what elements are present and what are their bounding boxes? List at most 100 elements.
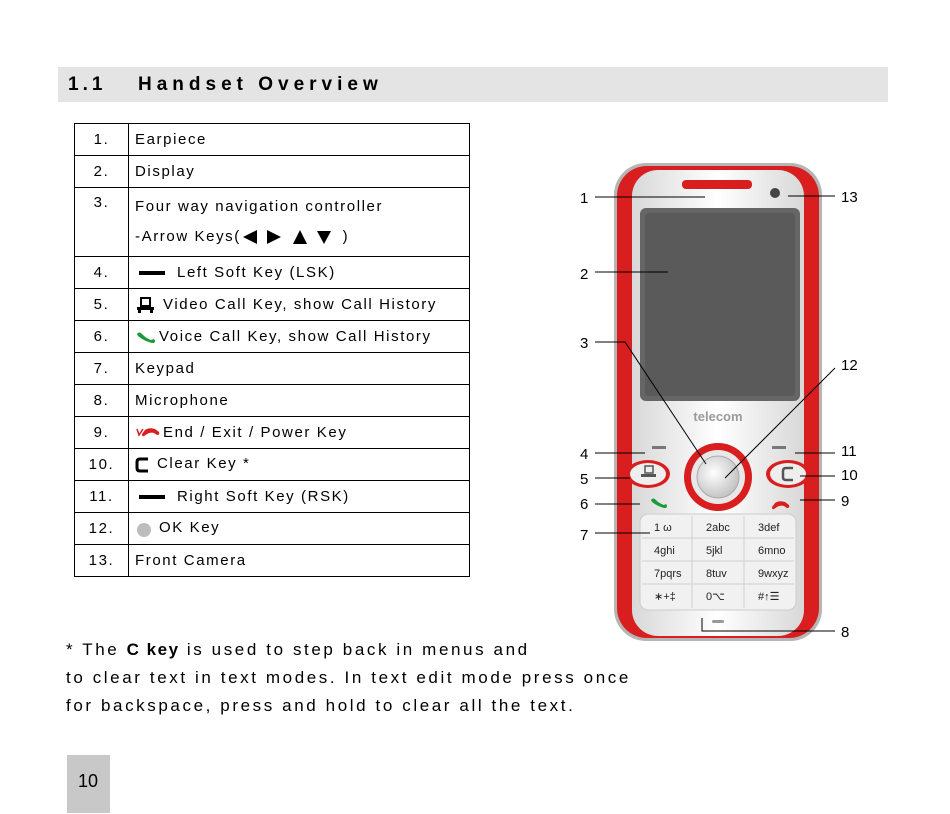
part-label-cell: Left Soft Key (LSK)	[128, 256, 470, 289]
callout-label: 6	[580, 496, 588, 513]
part-label: Display	[128, 155, 470, 188]
arrow-keys-line: -Arrow Keys( )	[135, 222, 469, 252]
display-screen	[645, 213, 795, 396]
section-number: 1.1	[68, 74, 107, 95]
front-camera	[770, 188, 780, 198]
part-label: Front Camera	[128, 544, 470, 577]
part-number: 3.	[74, 187, 129, 257]
note-line-3: for backspace, press and hold to clear a…	[66, 696, 576, 715]
part-label-cell: End / Exit / Power Key	[128, 416, 470, 449]
keypad-key-label: #↑☰	[758, 591, 779, 603]
part-label: OK Key	[159, 519, 221, 537]
table-row: 3. Four way navigation controller -Arrow…	[74, 187, 470, 257]
part-number: 6.	[74, 320, 129, 353]
part-label-cell: OK Key	[128, 512, 470, 545]
soft-key-dash-icon	[139, 495, 165, 500]
callout-label: 3	[580, 335, 588, 352]
part-number: 9.	[74, 416, 129, 449]
video-call-icon	[137, 297, 154, 314]
keypad-key-label: 7pqrs	[654, 568, 682, 580]
c-key-note: * The C key is used to step back in menu…	[66, 636, 631, 720]
section-header-bar	[58, 67, 888, 102]
earpiece	[682, 180, 752, 189]
callout-label: 7	[580, 527, 588, 544]
part-label-cell: Clear Key *	[128, 448, 470, 481]
part-label-cell: Right Soft Key (RSK)	[128, 480, 470, 513]
table-row: 9. End / Exit / Power Key	[74, 416, 470, 449]
part-label: Four way navigation controller	[135, 198, 384, 215]
brand-logo: telecom	[693, 409, 742, 424]
part-label: Right Soft Key (RSK)	[177, 488, 350, 505]
callout-label: 2	[580, 266, 588, 283]
table-row: 6. Voice Call Key, show Call History	[74, 320, 470, 353]
part-number: 8.	[74, 384, 129, 417]
keypad-key-label: 8tuv	[706, 568, 727, 580]
part-label: Earpiece	[128, 123, 470, 156]
table-row: 1. Earpiece	[74, 123, 470, 156]
table-row: 11. Right Soft Key (RSK)	[74, 480, 470, 513]
callout-label: 8	[841, 624, 849, 641]
note-prefix: * The	[66, 640, 127, 659]
table-row: 8. Microphone	[74, 384, 470, 417]
phone-illustration: telecom 1 ω 2abc 3def 4ghi 5jkl 6mno 7pqrs 8tuv…	[580, 163, 858, 641]
part-number: 13.	[74, 544, 129, 577]
callout-label: 4	[580, 446, 588, 463]
keypad-key-label: 2abc	[706, 522, 730, 534]
page-number-box	[67, 755, 110, 813]
table-row: 7. Keypad	[74, 352, 470, 385]
table-row: 12. OK Key	[74, 512, 470, 545]
soft-key-dash-icon	[139, 271, 165, 276]
callout-label: 10	[841, 467, 858, 484]
part-label: Voice Call Key, show Call History	[159, 328, 432, 345]
keypad-key-label: 6mno	[758, 545, 786, 557]
part-number: 7.	[74, 352, 129, 385]
keypad-key-label: 0⌥	[706, 591, 725, 603]
note-bold-term: C key	[126, 640, 180, 659]
table-row: 2. Display	[74, 155, 470, 188]
part-number: 1.	[74, 123, 129, 156]
arrow-keys-label: -Arrow Keys(	[135, 228, 241, 245]
parts-table: 1. Earpiece 2. Display 3. Four way navig…	[74, 123, 470, 577]
callout-label: 13	[841, 189, 858, 206]
table-row: 5. Video Call Key, show Call History	[74, 288, 470, 321]
part-label: Microphone	[128, 384, 470, 417]
part-label: End / Exit / Power Key	[163, 424, 348, 441]
callout-label: 9	[841, 493, 849, 510]
table-row: 13. Front Camera	[74, 544, 470, 577]
keypad-key-label: 5jkl	[706, 545, 723, 557]
keypad-key-label: 1 ω	[654, 522, 672, 534]
note-line1-rest: is used to step back in menus and	[179, 640, 530, 659]
ok-dot-icon	[137, 522, 151, 537]
microphone	[712, 620, 724, 623]
part-label: Video Call Key, show Call History	[163, 295, 437, 313]
table-row: 4. Left Soft Key (LSK)	[74, 256, 470, 289]
arrow-keys-icon	[242, 230, 331, 245]
green-phone-icon	[137, 332, 155, 344]
arrow-keys-close: )	[336, 228, 350, 245]
part-label-cell: Voice Call Key, show Call History	[128, 320, 470, 353]
part-number: 12.	[74, 512, 129, 545]
callout-label: 5	[580, 471, 588, 488]
part-number: 5.	[74, 288, 129, 321]
callout-label: 12	[841, 357, 858, 374]
callout-label: 1	[580, 190, 588, 207]
section-title: Handset Overview	[138, 74, 383, 95]
keypad-key-label: 4ghi	[654, 545, 675, 557]
part-label: Clear Key *	[157, 455, 251, 473]
keypad	[639, 513, 797, 611]
part-label: Keypad	[128, 352, 470, 385]
table-row: 10. Clear Key *	[74, 448, 470, 481]
keypad-key-label: 9wxyz	[758, 568, 789, 580]
page-number: 10	[78, 771, 99, 791]
red-phone-icon	[136, 428, 160, 437]
clear-c-icon	[135, 457, 148, 473]
callout-label: 11	[841, 443, 857, 460]
ok-key	[696, 455, 740, 499]
keypad-key-label: 3def	[758, 522, 780, 534]
part-label-cell: Video Call Key, show Call History	[128, 288, 470, 321]
part-label: Left Soft Key (LSK)	[177, 264, 336, 281]
part-number: 10.	[74, 448, 129, 481]
note-line-2: to clear text in text modes. In text edi…	[66, 668, 631, 687]
part-number: 11.	[74, 480, 129, 513]
note-line-1: * The C key is used to step back in menu…	[66, 636, 631, 664]
